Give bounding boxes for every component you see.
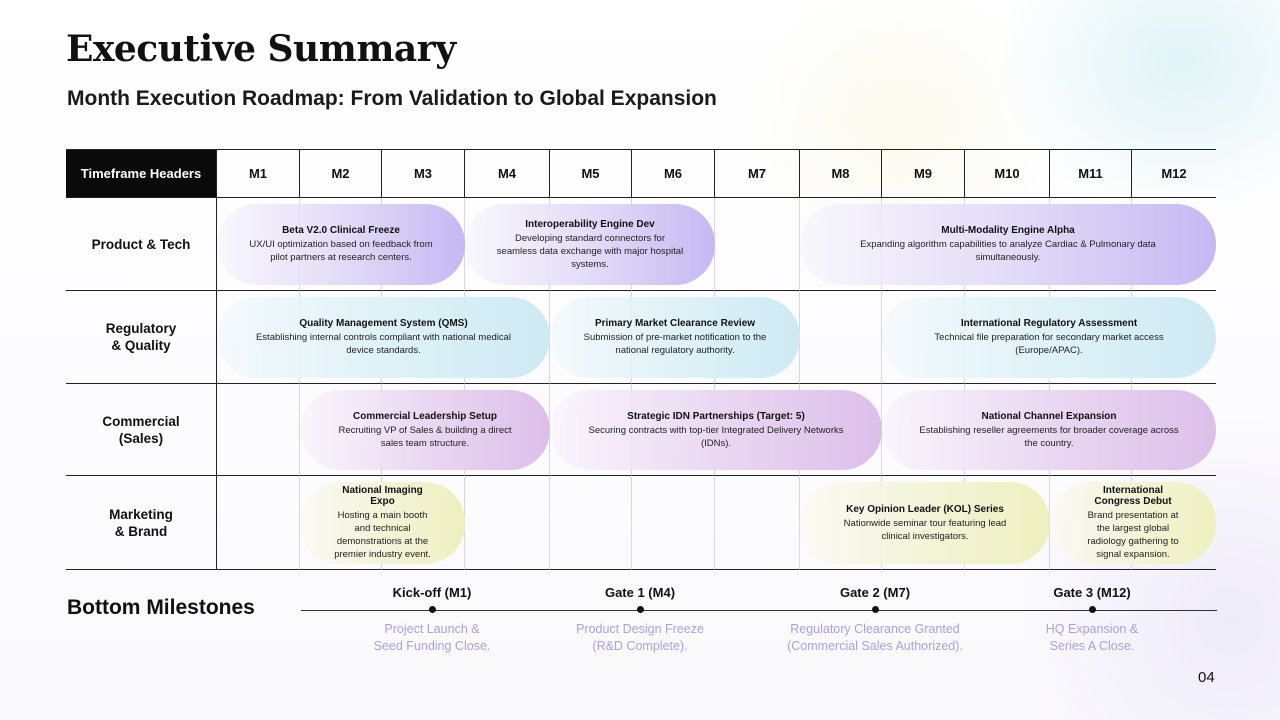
bar-title: Beta V2.0 Clinical Freeze <box>282 225 400 236</box>
page-subtitle: Month Execution Roadmap: From Validation… <box>67 87 717 110</box>
month-header-m7: M7 <box>715 149 800 198</box>
month-header-m4: M4 <box>465 149 550 198</box>
grid-cell <box>1132 198 1216 291</box>
bar-description: Technical file preparation for secondary… <box>934 332 1164 356</box>
bar-title: International Congress Debut <box>1094 485 1172 507</box>
grid-cell <box>715 198 800 291</box>
bar-title: Key Opinion Leader (KOL) Series <box>846 503 1004 515</box>
row-label: Product & Tech <box>66 198 217 291</box>
bar-description: Nationwide seminar tour featuring lead c… <box>843 517 1007 542</box>
grid-cell <box>217 384 300 476</box>
grid-cell <box>1132 476 1216 570</box>
bar-description: Expanding algorithm capabilities to anal… <box>860 239 1156 263</box>
month-header-m11: M11 <box>1050 149 1132 198</box>
roadmap-bar: Quality Management System (QMS) Establish… <box>217 291 550 384</box>
milestone-description: Project Launch & Seed Funding Close. <box>373 622 491 653</box>
roadmap-bar-pill: Strategic IDN Partnerships (Target: 5) Se… <box>550 390 882 470</box>
roadmap-bar: Strategic IDN Partnerships (Target: 5) Se… <box>550 384 882 476</box>
milestone-dot <box>872 606 879 613</box>
milestone-dot <box>1089 606 1096 613</box>
roadmap-bar-pill: Quality Management System (QMS) Establish… <box>217 297 550 378</box>
milestone-timeline <box>301 610 1217 611</box>
bar-title: Interoperability Engine Dev <box>525 218 655 230</box>
bar-description: Securing contracts with top-tier Integra… <box>588 424 844 449</box>
milestones-title: Bottom Milestones <box>67 596 255 619</box>
month-header-m3: M3 <box>382 149 465 198</box>
bar-title: National Channel Expansion <box>981 410 1117 422</box>
month-header-m10: M10 <box>965 149 1050 198</box>
grid-cell <box>1132 291 1216 384</box>
bar-title: Commercial Leadership Setup <box>353 410 497 422</box>
grid-cell <box>217 476 300 570</box>
bar-description: UX/UI optimization based on feedback fro… <box>249 239 433 263</box>
page-number: 04 <box>1198 669 1215 686</box>
month-header-m2: M2 <box>300 149 382 198</box>
milestone-label: Gate 1 (M4) <box>604 585 676 600</box>
milestone-description: Regulatory Clearance Granted (Commercial… <box>787 622 963 653</box>
bar-description: Recruiting VP of Sales & building a dire… <box>338 424 512 449</box>
month-header-m6: M6 <box>632 149 715 198</box>
month-header-m5: M5 <box>550 149 632 198</box>
bar-description: Hosting a main booth and technical demon… <box>334 510 431 560</box>
month-header-m9: M9 <box>882 149 965 198</box>
grid-cell <box>465 476 550 570</box>
bar-title: International Regulatory Assessment <box>960 318 1138 329</box>
milestone-dot <box>429 606 436 613</box>
grid-cell <box>800 291 882 384</box>
table-corner-header: Timeframe Headers <box>66 149 217 198</box>
milestone-label: Gate 3 (M12) <box>1053 585 1131 600</box>
milestone-label: Kick-off (M1) <box>392 585 472 600</box>
grid-cell <box>632 476 715 570</box>
row-label: Regulatory & Quality <box>66 291 217 384</box>
bar-title: Multi-Modality Engine Alpha <box>941 225 1075 236</box>
grid-cell <box>550 476 632 570</box>
bar-title: National Imaging Expo <box>342 485 423 507</box>
milestone-label: Gate 2 (M7) <box>839 585 911 600</box>
row-label: Marketing & Brand <box>66 476 217 570</box>
bar-description: Establishing reseller agreements for bro… <box>919 424 1179 449</box>
month-header-m12: M12 <box>1132 149 1216 198</box>
row-label: Commercial (Sales) <box>66 384 217 476</box>
month-header-m1: M1 <box>217 149 300 198</box>
bar-description: Brand presentation at the largest global… <box>1087 510 1179 560</box>
milestone-dot <box>637 606 644 613</box>
milestone-description: HQ Expansion & Series A Close. <box>1045 622 1139 653</box>
grid-cell <box>715 476 800 570</box>
bar-description: Developing standard connectors for seaml… <box>496 232 684 270</box>
page-title: Executive Summary <box>66 28 456 70</box>
bar-description: Establishing internal controls compliant… <box>255 332 512 356</box>
grid-cell <box>1132 384 1216 476</box>
bar-title: Strategic IDN Partnerships (Target: 5) <box>627 410 805 422</box>
bar-description: Submission of pre-market notification to… <box>583 332 767 356</box>
milestone-description: Product Design Freeze (R&D Complete). <box>576 622 704 653</box>
bar-title: Quality Management System (QMS) <box>299 318 468 329</box>
bar-title: Primary Market Clearance Review <box>594 318 756 329</box>
month-header-m8: M8 <box>800 149 882 198</box>
